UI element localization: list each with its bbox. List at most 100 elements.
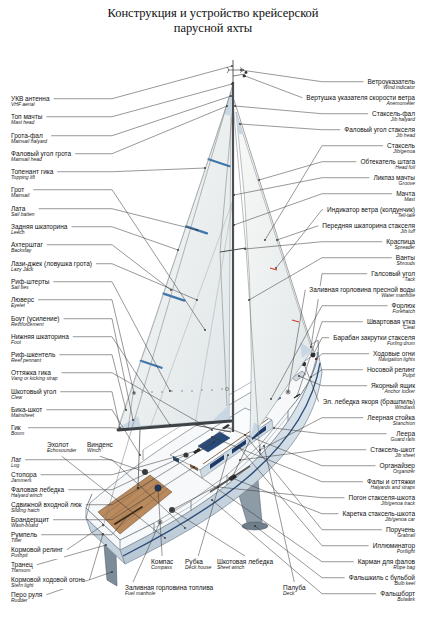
part-name: Кормовой релинг xyxy=(11,546,63,553)
part-name: Поручень xyxy=(386,526,415,533)
part-name: Шкотовый угол xyxy=(11,388,56,395)
part-name-english: Head foil xyxy=(360,165,415,171)
part-name-english: Pulpit xyxy=(367,373,415,379)
part-name-english: Bulwark xyxy=(380,597,415,603)
part-name-english: Wash-board xyxy=(11,523,49,529)
mainsail xyxy=(181,390,183,392)
part-name-english: Halyard winch xyxy=(11,493,64,499)
leader-dot xyxy=(204,329,206,331)
deck-house xyxy=(190,464,198,471)
mast xyxy=(232,82,234,432)
part-name-english: Jib/genoa xyxy=(387,149,415,155)
part-name: УКВ антенна xyxy=(11,95,50,102)
rigging xyxy=(233,104,260,455)
boom xyxy=(138,429,140,488)
part-name: Фаловая лебедка xyxy=(11,486,64,493)
title: Конструкция и устройство крейсерской пар… xyxy=(88,6,338,36)
part-label: СтопораJammers xyxy=(10,471,38,484)
part-label: Бика-шкотMainsheet xyxy=(10,406,43,419)
part-name: Иллюминатор xyxy=(373,542,415,549)
jib xyxy=(270,268,299,322)
part-label: УКВ антеннаVHF aerial xyxy=(10,95,51,108)
part-label: ПалубаDeck xyxy=(282,584,307,597)
leader-line xyxy=(212,437,363,482)
part-name-english: VHF aerial xyxy=(11,102,50,108)
part-label: Погон стакселя-шкотаJib/genoa track xyxy=(348,494,416,507)
leader-line xyxy=(89,534,103,580)
part-name-english: Jib luff xyxy=(322,229,415,235)
guard-rails xyxy=(86,508,120,550)
part-label: ЛагLog xyxy=(10,456,22,469)
part-name-english: Furling drum xyxy=(333,341,415,347)
part-label: ОрганайзерOrganizer xyxy=(379,462,417,475)
part-name-english: Boom xyxy=(11,431,24,437)
part-name-english: Sheet winch xyxy=(217,565,273,571)
part-name-english: Mainsail head xyxy=(11,157,71,163)
leader-dot xyxy=(196,229,198,231)
leader-line xyxy=(274,428,387,434)
part-label: РубкаDeck house xyxy=(184,558,212,571)
leader-line xyxy=(67,525,103,550)
leader-dot xyxy=(196,299,198,301)
mainsail xyxy=(221,388,223,390)
part-name-english: Reef pennant xyxy=(11,358,55,364)
mast xyxy=(220,248,246,252)
part-name-english: Stanchion xyxy=(367,421,415,427)
leader-dot xyxy=(312,354,314,356)
part-name-english: Fuel manhole xyxy=(125,591,213,597)
part-name: Передняя шкаторина стакселя xyxy=(322,222,415,229)
part-name: Обтекатель штага xyxy=(360,158,415,165)
leader-dot xyxy=(231,83,233,85)
part-label: МачтаMast xyxy=(395,190,416,203)
part-label: Ликпаз мачтыGroove xyxy=(372,174,416,187)
part-name: Транец xyxy=(11,561,33,568)
part-label: Барабан закрутки стакселяFurling drum xyxy=(332,334,416,347)
leader-dot xyxy=(213,441,215,443)
part-name-english: Reinforcement xyxy=(11,322,59,328)
leader-line xyxy=(245,76,302,98)
part-name: Топ мачты xyxy=(11,113,42,120)
leader-dot xyxy=(303,363,305,365)
mainsail xyxy=(141,388,223,393)
part-label: ЛеераGuard rails xyxy=(390,430,416,443)
part-name-english: Pushpit xyxy=(11,553,63,559)
leader-dot xyxy=(102,533,104,535)
rigging xyxy=(103,84,233,527)
leader-dot xyxy=(204,167,206,169)
leader-line xyxy=(198,455,228,556)
part-label: Галсовый уголTack xyxy=(370,270,416,283)
jib-sheet xyxy=(172,440,250,510)
part-name-english: Organizer xyxy=(380,469,416,475)
part-name-english: Guard rails xyxy=(391,437,415,443)
jib xyxy=(236,112,312,440)
part-name-english: Tiller xyxy=(11,538,37,544)
part-name-english: Deck xyxy=(283,591,306,597)
part-name-english: Rudder xyxy=(11,598,42,604)
part-name: Носовой релинг xyxy=(367,366,415,373)
part-name: Карман для фалов xyxy=(358,558,415,565)
leader-line xyxy=(259,162,356,180)
part-name: Нижняя шкаторина xyxy=(11,333,69,340)
mast xyxy=(245,71,248,74)
part-name-english: Leech xyxy=(11,230,67,236)
leader-dot xyxy=(298,375,300,377)
jib-sheet xyxy=(172,440,250,510)
part-name-english: Compass xyxy=(151,565,173,571)
part-label: ЭхолотEchosounder xyxy=(46,441,77,454)
part-name: Кормовой ходовой огонь xyxy=(11,576,85,583)
part-name: Лаг xyxy=(11,456,21,463)
part-label: Шкотовый уголClew xyxy=(10,388,57,401)
jib xyxy=(300,342,312,358)
part-name: Румпель xyxy=(11,531,37,538)
part-name-english: Topping lift xyxy=(11,175,53,181)
leader-dot xyxy=(230,95,232,97)
part-name-english: Tell-tale xyxy=(327,213,415,219)
part-label: Передняя шкаторина стакселяJib luff xyxy=(321,222,416,235)
winch xyxy=(142,469,175,513)
part-name: Органайзер xyxy=(380,462,416,469)
leader-line xyxy=(59,355,126,410)
leader-dot xyxy=(244,248,246,250)
part-name: Грота-фал xyxy=(11,132,47,139)
leader-dot xyxy=(159,521,161,523)
